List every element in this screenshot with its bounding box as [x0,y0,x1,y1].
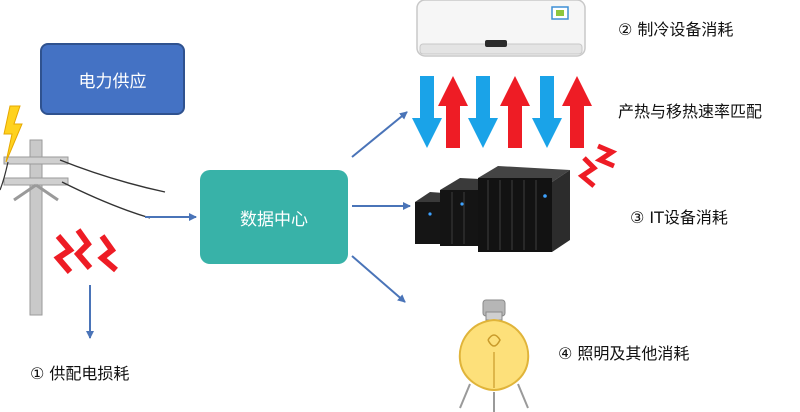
hot-arrow [562,76,592,148]
data-center-box: 数据中心 [200,170,348,264]
cold-arrow [468,76,498,148]
utility-pole-icon [0,139,166,316]
heat-zigzag-icon [577,143,618,188]
lighting-other-label: ④ 照明及其他消耗 [558,344,690,363]
lightning-icon [3,105,23,163]
cold-arrow [412,76,442,148]
heat-balance-label: 产热与移热速率匹配 [618,102,763,121]
air-conditioner-icon [416,0,586,57]
data-center-label: 数据中心 [240,209,308,230]
light-bulb-icon [458,299,530,412]
cooling-consumption-label: ② 制冷设备消耗 [618,20,734,39]
cooling-arrow [351,111,408,158]
server-rack-icon [415,166,570,252]
hot-arrow [500,76,530,148]
cold-arrow [532,76,562,148]
power-supply-label: 电力供应 [78,71,147,92]
it-equipment-label: ③ IT设备消耗 [630,208,728,227]
airflow-arrows [412,76,592,148]
loss-zigzag-icon [53,228,118,274]
lighting-arrow [351,255,406,303]
distribution-loss-label: ① 供配电损耗 [30,364,130,383]
hot-arrow [438,76,468,148]
power-supply-box: 电力供应 [40,43,185,115]
